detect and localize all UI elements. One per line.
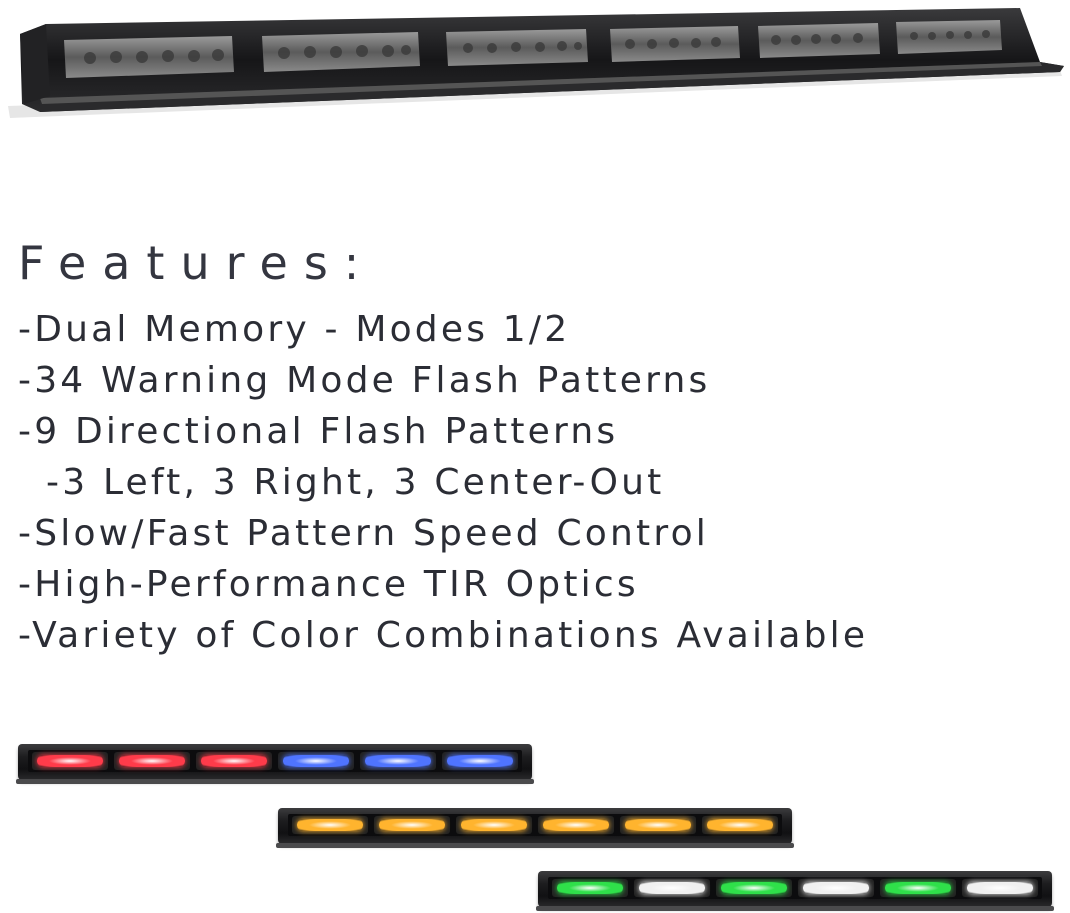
led-lamp xyxy=(374,816,450,834)
led-lamp-glow xyxy=(460,819,528,831)
led-lamp xyxy=(114,752,190,770)
led-lamp xyxy=(702,816,778,834)
features-section: Features: -Dual Memory - Modes 1/2 -34 W… xyxy=(18,232,1058,661)
light-bar-product-photo xyxy=(8,8,1064,118)
features-title: Features: xyxy=(18,236,376,290)
led-lamp xyxy=(552,879,628,897)
led-lamp-glow xyxy=(364,755,432,767)
led-lamp xyxy=(456,816,532,834)
led-lamp-glow xyxy=(638,882,706,894)
feature-item: -Slow/Fast Pattern Speed Control xyxy=(18,513,710,554)
feature-item: -9 Directional Flash Patterns xyxy=(18,411,619,452)
led-lamp-glow xyxy=(118,755,186,767)
led-lamp xyxy=(634,879,710,897)
color-variant-bar-green-white xyxy=(536,871,1054,911)
led-lamp xyxy=(32,752,108,770)
led-lamp xyxy=(620,816,696,834)
led-lamp-glow xyxy=(802,882,870,894)
feature-item: -Dual Memory - Modes 1/2 xyxy=(18,309,571,350)
led-lamp xyxy=(278,752,354,770)
led-lamp xyxy=(292,816,368,834)
color-variant-bar-amber xyxy=(276,808,794,848)
led-lamp-glow xyxy=(200,755,268,767)
led-lamp-glow xyxy=(296,819,364,831)
led-lamp-glow xyxy=(720,882,788,894)
led-lamp xyxy=(880,879,956,897)
led-lamp-glow xyxy=(542,819,610,831)
led-lamp xyxy=(442,752,518,770)
led-lamp xyxy=(962,879,1038,897)
led-lamp-glow xyxy=(706,819,774,831)
led-lamp-glow xyxy=(624,819,692,831)
led-lamp xyxy=(196,752,272,770)
led-lamp xyxy=(360,752,436,770)
led-lamp-glow xyxy=(966,882,1034,894)
led-lamp-glow xyxy=(556,882,624,894)
feature-item: -34 Warning Mode Flash Patterns xyxy=(18,360,711,401)
led-lamp-glow xyxy=(378,819,446,831)
led-lamp-glow xyxy=(446,755,514,767)
feature-item: -High-Performance TIR Optics xyxy=(18,564,639,605)
color-variant-bar-red-blue xyxy=(16,744,534,784)
led-lamp-glow xyxy=(884,882,952,894)
led-lamp-glow xyxy=(282,755,350,767)
feature-item: -Variety of Color Combinations Available xyxy=(18,615,869,656)
led-lamp-glow xyxy=(36,755,104,767)
led-lamp xyxy=(798,879,874,897)
feature-list: -Dual Memory - Modes 1/2 -34 Warning Mod… xyxy=(18,304,1058,661)
led-lamp xyxy=(538,816,614,834)
feature-subitem: -3 Left, 3 Right, 3 Center-Out xyxy=(46,462,665,503)
led-lamp xyxy=(716,879,792,897)
